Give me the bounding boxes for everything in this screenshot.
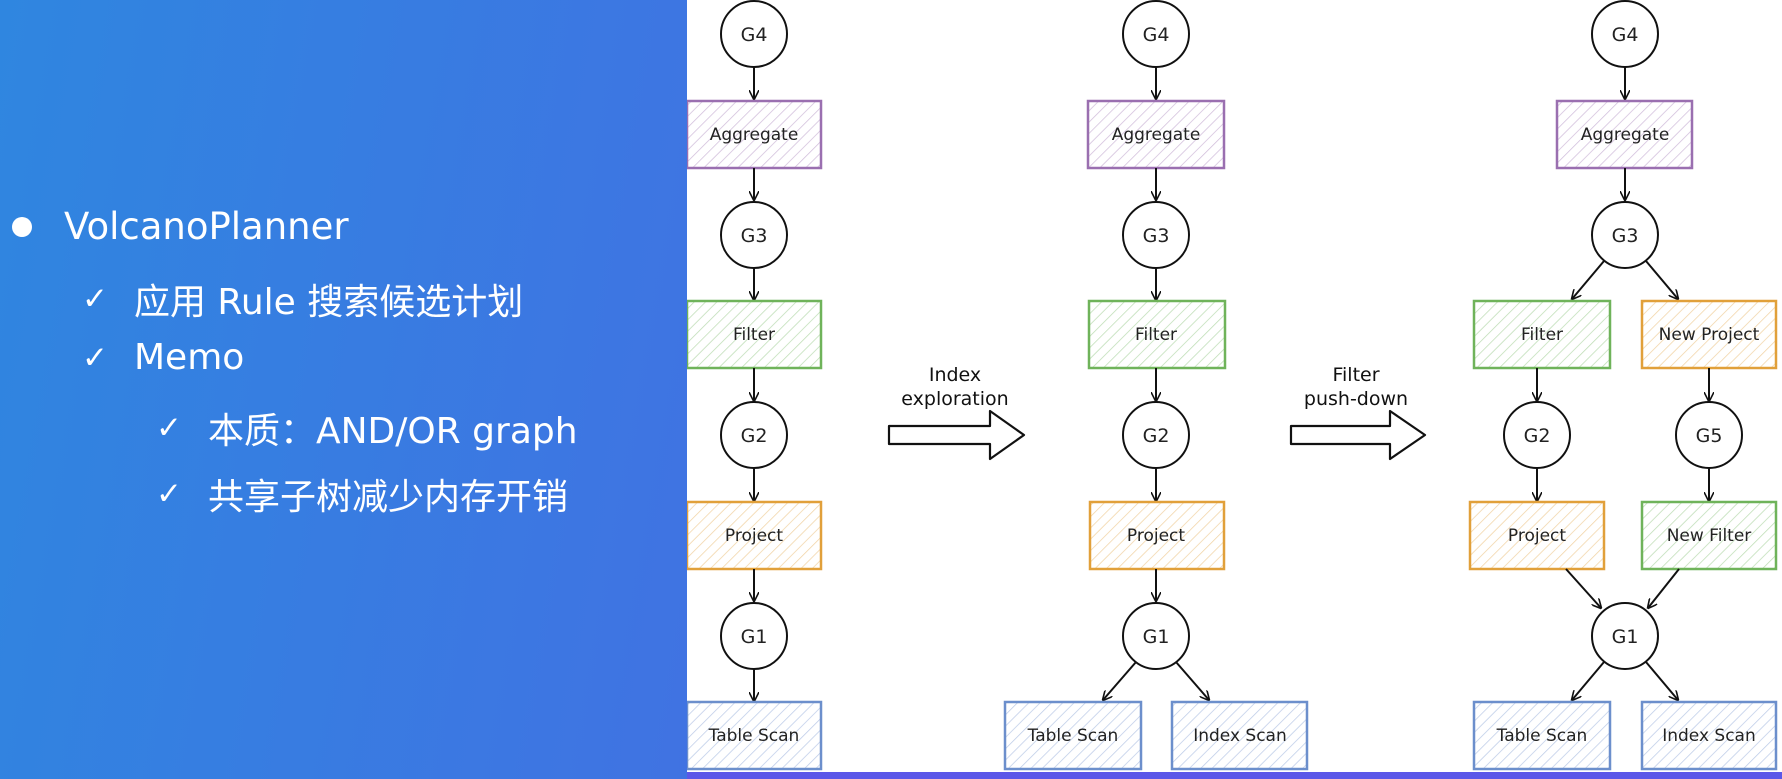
svg-text:Project: Project — [725, 526, 783, 546]
svg-text:Table Scan: Table Scan — [1496, 726, 1588, 746]
operator-aggregate: Aggregate — [1086, 99, 1226, 170]
checkmark-icon: ✓ — [82, 281, 108, 317]
svg-text:Aggregate: Aggregate — [710, 125, 799, 145]
panel-bottom-border — [687, 772, 1782, 779]
operator-index-scan: Index Scan — [1170, 700, 1309, 771]
svg-text:Table Scan: Table Scan — [708, 726, 800, 746]
operator-table-scan: Table Scan — [1472, 700, 1612, 771]
group-node-g3: G3 — [720, 201, 788, 269]
bullet-text: 本质：AND/OR graph — [207, 411, 578, 452]
svg-text:G2: G2 — [1143, 425, 1170, 447]
bullet-text: 共享子树减少内存开销 — [207, 477, 568, 518]
group-node-g3: G3 — [1122, 201, 1190, 269]
svg-text:Aggregate: Aggregate — [1581, 125, 1670, 145]
transition-index-exploration: Index exploration — [887, 364, 1026, 461]
svg-text:push-down: push-down — [1304, 388, 1408, 410]
svg-text:Filter: Filter — [733, 325, 775, 345]
svg-text:G4: G4 — [741, 24, 768, 46]
operator-project: Project — [1088, 500, 1226, 571]
svg-text:Aggregate: Aggregate — [1112, 125, 1201, 145]
slide-text-panel: VolcanoPlanner ✓ 应用 Rule 搜索候选计划 ✓ Memo ✓… — [0, 0, 687, 779]
plan-original: G4 Aggregate G3 Filter G2 Project — [687, 0, 823, 771]
operator-filter: Filter — [1472, 299, 1612, 370]
svg-text:G2: G2 — [741, 425, 768, 447]
group-node-g2: G2 — [1122, 401, 1190, 469]
svg-text:G1: G1 — [1612, 626, 1639, 648]
svg-text:Filter: Filter — [1135, 325, 1177, 345]
svg-text:Project: Project — [1127, 526, 1185, 546]
group-node-g5: G5 — [1675, 401, 1743, 469]
checkmark-icon: ✓ — [156, 476, 182, 512]
checkmark-icon: ✓ — [82, 339, 108, 376]
operator-aggregate: Aggregate — [1555, 99, 1694, 170]
operator-project: Project — [687, 500, 823, 571]
bullet-volcanoplanner: VolcanoPlanner — [12, 205, 349, 248]
group-node-g3: G3 — [1591, 201, 1659, 269]
group-node-g4: G4 — [720, 0, 788, 68]
operator-filter: Filter — [1087, 299, 1227, 370]
group-node-g1: G1 — [1591, 602, 1659, 670]
group-node-g1: G1 — [1122, 602, 1190, 670]
bullet-memo: ✓ Memo — [82, 337, 244, 378]
svg-text:Index: Index — [929, 364, 981, 386]
svg-text:Filter: Filter — [1521, 325, 1563, 345]
svg-text:G3: G3 — [1612, 225, 1639, 247]
plan-after-filter-push-down: G4 Aggregate G3 Filter New Project G2 — [1468, 0, 1778, 771]
svg-text:exploration: exploration — [901, 388, 1008, 410]
bullet-and-or-graph: ✓ 本质：AND/OR graph — [156, 402, 578, 454]
transition-filter-push-down: Filter push-down — [1289, 364, 1427, 461]
operator-project: Project — [1468, 500, 1606, 571]
right-arrow-icon — [887, 409, 1026, 461]
svg-text:G1: G1 — [741, 626, 768, 648]
svg-text:G1: G1 — [1143, 626, 1170, 648]
bullet-apply-rule: ✓ 应用 Rule 搜索候选计划 — [82, 273, 523, 325]
bullet-text: Memo — [133, 337, 245, 378]
svg-text:G3: G3 — [741, 225, 768, 247]
svg-text:G5: G5 — [1696, 425, 1723, 447]
group-node-g4: G4 — [1122, 0, 1190, 68]
memo-diagram-panel: G4 Aggregate G3 Filter G2 Project — [687, 0, 1782, 772]
operator-index-scan: Index Scan — [1640, 700, 1778, 771]
group-node-g1: G1 — [720, 602, 788, 670]
svg-text:G2: G2 — [1524, 425, 1551, 447]
bullet-text: VolcanoPlanner — [64, 205, 349, 248]
bullet-dot-icon — [12, 216, 32, 237]
operator-aggregate: Aggregate — [687, 99, 823, 170]
group-node-g4: G4 — [1591, 0, 1659, 68]
svg-text:Index Scan: Index Scan — [1662, 726, 1756, 746]
svg-text:New Filter: New Filter — [1667, 526, 1752, 546]
memo-diagram: G4 Aggregate G3 Filter G2 Project — [687, 0, 1778, 771]
svg-text:Project: Project — [1508, 526, 1566, 546]
svg-text:Table Scan: Table Scan — [1027, 726, 1119, 746]
group-node-g2: G2 — [720, 401, 788, 469]
bullet-shared-subtree: ✓ 共享子树减少内存开销 — [156, 468, 568, 520]
plan-after-index-exploration: G4 Aggregate G3 Filter G2 Project — [1003, 0, 1309, 771]
operator-new-project: New Project — [1640, 299, 1778, 370]
operator-table-scan: Table Scan — [1003, 700, 1143, 771]
checkmark-icon: ✓ — [156, 410, 182, 446]
operator-table-scan: Table Scan — [687, 700, 823, 771]
svg-text:Filter: Filter — [1332, 364, 1379, 386]
operator-new-filter: New Filter — [1640, 500, 1778, 571]
svg-text:G3: G3 — [1143, 225, 1170, 247]
group-node-g2: G2 — [1503, 401, 1571, 469]
right-arrow-icon — [1289, 409, 1427, 461]
svg-text:G4: G4 — [1143, 24, 1170, 46]
svg-text:Index Scan: Index Scan — [1193, 726, 1287, 746]
svg-text:New Project: New Project — [1659, 325, 1760, 345]
svg-text:G4: G4 — [1612, 24, 1639, 46]
bullet-text: 应用 Rule 搜索候选计划 — [133, 282, 524, 323]
operator-filter: Filter — [687, 299, 823, 370]
